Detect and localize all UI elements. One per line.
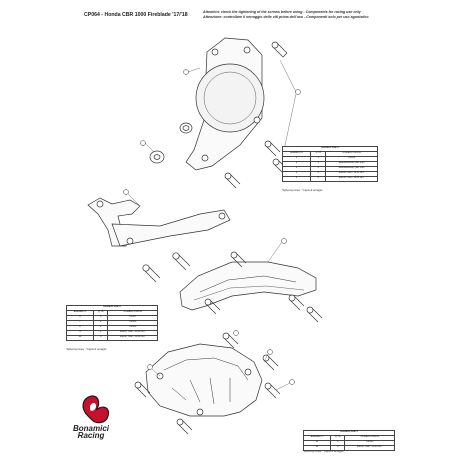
document-title: CP064 - Honda CBR 1000 Fireblade '17/'18 bbox=[84, 12, 188, 18]
bonamici-logo-mark bbox=[82, 395, 109, 424]
cell: 10 bbox=[66, 334, 94, 341]
brand-line-1: Bonamici bbox=[73, 424, 110, 433]
middle-cover bbox=[179, 261, 317, 311]
cell: 4 bbox=[329, 444, 346, 451]
brand-line-2: Racing bbox=[77, 431, 105, 440]
cell: M6x30 TCEI - 10,50 Nm* bbox=[325, 175, 378, 182]
attention-note: Attention: check the tightening of the s… bbox=[203, 10, 369, 20]
cell: 3 bbox=[310, 175, 327, 182]
table-row: 5 3 M6x30 TCEI - 10,50 Nm* bbox=[281, 175, 378, 182]
cell: 5 bbox=[281, 175, 312, 182]
cell: 6 bbox=[92, 334, 109, 341]
parts-table-1: ELENCO PARTI ELEMENTO Q.TÀ NUMERO PARTE … bbox=[281, 146, 378, 182]
alternator-cover-guard bbox=[145, 343, 263, 417]
torque-note: *tightening torque - *coppia di serraggi… bbox=[282, 190, 323, 192]
bolt-group-bottom bbox=[134, 354, 281, 435]
cell: M6x30 TCEI - 10,50 Nm* bbox=[107, 334, 158, 341]
cell: 12 bbox=[303, 444, 331, 451]
attention-italian: Attenzione: controllare il serraggio del… bbox=[203, 15, 369, 19]
table-row: 12 4 M6x30 TCEI - 10,50 Nm* bbox=[303, 444, 395, 451]
torque-note: *tightening torque - *coppia di serraggi… bbox=[66, 349, 107, 351]
parts-table-3: ELENCO PARTI ELEMENTO Q.TÀ NUMERO PARTE … bbox=[303, 430, 395, 451]
cell: M6x30 TCEI - 10,50 Nm* bbox=[344, 444, 395, 451]
leader-lines bbox=[127, 59, 297, 391]
clutch-cover-guard bbox=[185, 37, 265, 171]
table-row: 10 6 M6x30 TCEI - 10,50 Nm* bbox=[66, 334, 158, 341]
torque-note: *tightening torque - *coppia di serraggi… bbox=[303, 451, 344, 453]
parts-table-2: ELENCO PARTI ELEMENTO Q.TÀ NUMERO PARTE … bbox=[66, 305, 158, 341]
bracket-assembly bbox=[87, 197, 231, 247]
brand-logo-text: Bonamici Racing bbox=[73, 424, 110, 440]
bolt-group-middle bbox=[142, 251, 323, 349]
callout-markers bbox=[123, 69, 301, 385]
attention-english: Attention: check the tightening of the s… bbox=[203, 10, 361, 14]
